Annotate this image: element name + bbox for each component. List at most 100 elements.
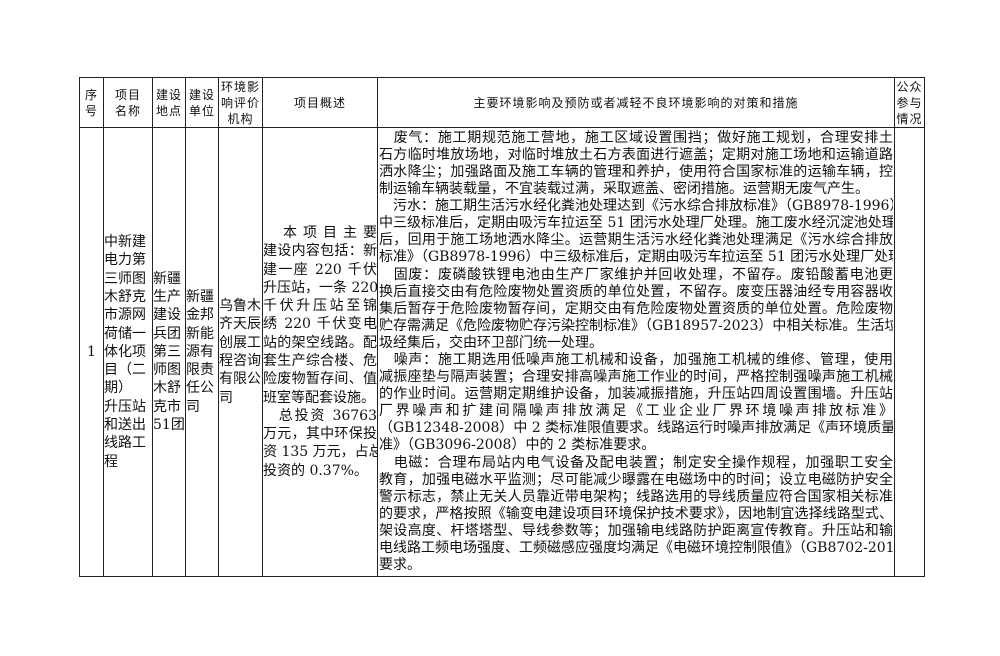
header-row: 序号 项目名称 建设地点 建设单位 环境影响评价机构 项目概述 主要环境影响及预… xyxy=(79,77,925,128)
paragraph: 噪声：施工期选用低噪声施工机械和设备，加强施工机械的维修、管理，使用减振座垫与隔… xyxy=(379,352,893,455)
text-line: 项目概述 xyxy=(293,95,346,110)
text-line: 木舒克 xyxy=(104,288,146,305)
text-line: 创展工 xyxy=(219,334,261,351)
paragraph: 电磁：合理布局站内电气设备及配电装置；制定安全操作规程，加强职工安全教育，加强电… xyxy=(379,455,893,575)
text-line: 金邦 xyxy=(186,307,214,324)
text-line: 响评价 xyxy=(220,95,260,110)
text-line: 贮存需满足《危险废物贮存污染控制标准》（GB18957-2023）中相关标准。生… xyxy=(379,317,893,334)
text-line: 标准》（GB8978-1996）中三级标准后，定期由吸污车拉运至 51 团污水处… xyxy=(379,249,893,266)
text-line: 期） xyxy=(104,380,132,397)
text-line: 升压站 xyxy=(104,398,146,415)
header-location-text: 建设地点 xyxy=(155,87,182,118)
text-line: 投资的 0.37%。 xyxy=(263,462,368,479)
paragraph: 固废：废磷酸铁锂电池由生产厂家维护并回收处理，不留存。废铅酸蓄电池更换后直接交由… xyxy=(379,267,893,352)
text-line: 电线路工频电场强度、工频磁感应强度均满足《电磁环境控制限值》（GB8702-20… xyxy=(379,540,893,557)
text-line: 克市 xyxy=(153,398,181,415)
text-line: 中新建 xyxy=(104,234,146,251)
text-line: 噪声：施工期选用低噪声施工机械和设备，加强施工机械的维修、管理，使用 xyxy=(379,352,893,368)
text-line: 任公 xyxy=(186,380,214,397)
text-line: 齐天辰 xyxy=(219,316,261,333)
header-eia-agency: 环境影响评价机构 xyxy=(218,77,263,128)
header-index: 序号 xyxy=(79,77,104,128)
text-line: 三师图 xyxy=(104,270,146,287)
header-overview: 项目概述 xyxy=(262,77,378,128)
text-line: 序 xyxy=(84,87,98,102)
text-line: 号 xyxy=(84,103,98,118)
table-row: 1 中新建电力第三师图木舒克市源网荷储一体化项目（二期）升压站和送出线路工程 新… xyxy=(79,127,925,577)
text-line: 后，回用于施工场地洒水降尘。运营期生活污水经化粪池处理满足《污水综合排放 xyxy=(379,232,893,249)
text-line: 警示标志，禁止无关人员靠近带电架构；线路选用的导线质量应符合国家相关标准 xyxy=(379,488,893,505)
text-line: 司 xyxy=(219,389,233,406)
text-line: 限责 xyxy=(186,362,214,379)
text-line: 源有 xyxy=(186,343,214,360)
text-line: 线路工 xyxy=(104,435,146,452)
text-line: 套生产综合楼、危 xyxy=(263,353,377,369)
text-line: 万元，其中环保投 xyxy=(263,426,377,443)
header-project-name: 项目名称 xyxy=(103,77,153,128)
text-line: 生产 xyxy=(153,288,181,305)
text-line: 班室等配套设施。 xyxy=(263,389,375,406)
text-line: 荷储一 xyxy=(104,325,146,342)
text-line: 新疆 xyxy=(153,270,181,287)
text-line: 资 135 万元，占总 xyxy=(263,444,377,461)
text-line: 情况 xyxy=(896,111,923,126)
text-line: 的作业时间。运营期定期维护设备，加装减振措施，升压站四周设置围墙。升压站 xyxy=(379,386,893,403)
text-line: 程 xyxy=(104,453,118,470)
text-line: 圾经集后，交由环卫部门统一处理。 xyxy=(379,334,603,351)
text-line: 兵团 xyxy=(153,325,181,342)
header-project-name-text: 项目名称 xyxy=(114,87,141,118)
text-line: 乌鲁木 xyxy=(219,298,261,315)
text-line: 本项目主要 xyxy=(263,224,377,241)
text-line: 市源网 xyxy=(104,307,146,324)
header-location: 建设地点 xyxy=(152,77,186,128)
header-public-participation: 公众参与情况 xyxy=(894,77,925,128)
environmental-impact-table: 序号 项目名称 建设地点 建设单位 环境影响评价机构 项目概述 主要环境影响及预… xyxy=(79,77,925,577)
text-line: 洒水降尘；加强路面及施工车辆的管理和养护，使用符合国家标准的运输车辆，控 xyxy=(379,163,893,180)
text-line: 新疆 xyxy=(186,288,214,305)
row-index: 1 xyxy=(79,127,104,577)
text-line: 建一座 220 千伏 xyxy=(263,261,377,278)
paragraph: 总投资 36763 万元，其中环保投资 135 万元，占总投资的 0.37%。 xyxy=(263,407,377,480)
text-line: 师图 xyxy=(153,362,181,379)
text-line: 污水：施工期生活污水经化粪池处理达到《污水综合排放标准》（GB8978-1996… xyxy=(379,198,893,215)
text-line: 升压站，一条 220 xyxy=(263,279,377,296)
paragraph: 废气：施工期规范施工营地，施工区域设置围挡；做好施工规划，合理安排土石方临时堆放… xyxy=(379,130,893,198)
text-line: 电磁：合理布局站内电气设备及配电装置；制定安全操作规程，加强职工安全 xyxy=(379,454,893,471)
text-line: 程咨询 xyxy=(219,353,261,369)
text-line: 有限公 xyxy=(219,371,261,388)
text-line: 减振座垫与隔声装置；合理安排高噪声施工作业的时间，严格控制强噪声施工机械 xyxy=(379,369,893,386)
environmental-measures: 废气：施工期规范施工营地，施工区域设置围挡；做好施工规划，合理安排土石方临时堆放… xyxy=(377,127,895,577)
text-line: 架设高度、杆塔塔型、导线参数等；加强输电线路防护距离宣传教育。升压站和输 xyxy=(379,522,893,539)
text-line: 51团 xyxy=(153,417,185,434)
text-line: 公众 xyxy=(896,79,923,94)
text-line: 总投资 36763 xyxy=(263,407,377,424)
text-line: 目（二 xyxy=(104,362,146,379)
eia-agency: 乌鲁木齐天辰创展工程咨询有限公司 xyxy=(218,127,263,577)
header-builder: 建设单位 xyxy=(185,77,219,128)
text-line: 主要环境影响及预防或者减轻不良环境影响的对策和措施 xyxy=(473,95,799,110)
text-line: 站的架空线路。配 xyxy=(263,334,377,351)
text-line: 新能 xyxy=(186,325,214,342)
text-line: 体化项 xyxy=(104,343,146,360)
text-line: 中三级标准后，定期由吸污车拉运至 51 团污水处理厂处理。施工废水经沉淀池处理 xyxy=(379,215,893,232)
text-line: 教育，加强电磁水平监测；尽可能减少曝露在电磁场中的时间；设立电磁防护安全 xyxy=(379,471,893,488)
text-line: 千伏升压站至锦 xyxy=(263,298,377,315)
text-line: 准》（GB3096-2008）中的 2 类标准要求。 xyxy=(379,437,656,454)
text-line: 和送出 xyxy=(104,417,146,434)
text-line: 集后暂存于危险废物暂存间，定期交由有危险废物处置资质的单位处置。危险废物 xyxy=(379,300,893,317)
text-line: 的要求，严格按照《输变电建设项目环境保护技术要求》，因地制宜选择线路型式、 xyxy=(379,505,893,522)
text-line: 厂界噪声和扩建间隔噪声排放满足《工业企业厂界环境噪声排放标准》 xyxy=(379,403,893,420)
text-line: 机构 xyxy=(227,111,254,126)
project-builder: 新疆金邦新能源有限责任公司 xyxy=(185,127,219,577)
text-line: 司 xyxy=(186,398,200,415)
paragraph: 污水：施工期生活污水经化粪池处理达到《污水综合排放标准》（GB8978-1996… xyxy=(379,198,893,266)
text-line: 建设 xyxy=(153,307,181,324)
text-line: 废气：施工期规范施工营地，施工区域设置围挡；做好施工规划，合理安排土 xyxy=(379,129,893,146)
text-line: 木舒 xyxy=(153,380,181,397)
text-line: 制运输车辆装载量，不宜装载过满，采取遮盖、密闭措施。运营期无废气产生。 xyxy=(379,181,869,198)
header-measures: 主要环境影响及预防或者减轻不良环境影响的对策和措施 xyxy=(377,77,895,128)
public-participation xyxy=(894,127,925,577)
